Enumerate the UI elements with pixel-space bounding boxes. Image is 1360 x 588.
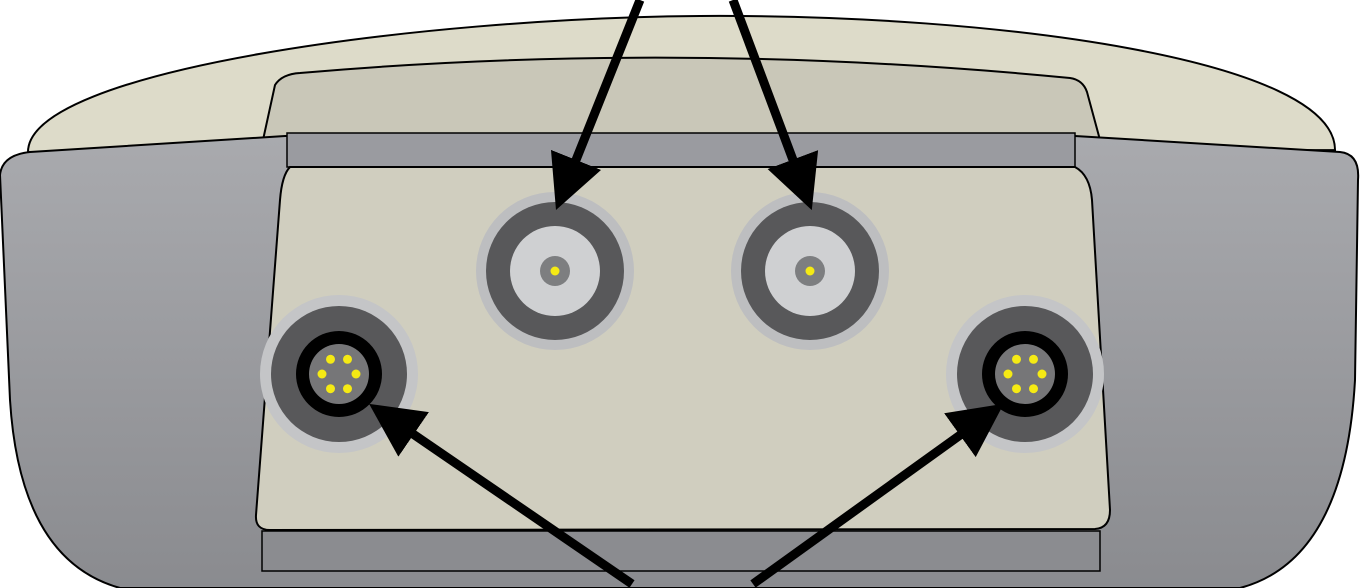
pin <box>343 384 352 394</box>
arrow-to-coaxial-left <box>550 0 645 211</box>
pin <box>1012 354 1021 364</box>
pin <box>326 384 335 394</box>
pin <box>1037 369 1047 379</box>
pin <box>343 354 352 364</box>
arrow-to-multipin-left <box>369 403 635 588</box>
multipin-connector-left <box>260 295 418 453</box>
housing-top-inner <box>261 56 1102 141</box>
pin <box>1003 369 1013 379</box>
arrow-to-multipin-right <box>750 403 1004 588</box>
pin <box>550 266 560 276</box>
bottom-bar <box>261 530 1101 572</box>
top-bar <box>286 132 1076 168</box>
pin <box>1029 354 1038 364</box>
pin <box>317 369 327 379</box>
pin <box>805 266 815 276</box>
pin <box>1012 384 1021 394</box>
pin <box>326 354 335 364</box>
coaxial-connector-left <box>476 192 634 350</box>
connector-panel <box>254 166 1112 532</box>
pin <box>1029 384 1038 394</box>
pin <box>351 369 361 379</box>
coaxial-connector-right <box>731 192 889 350</box>
arrow-to-coaxial-right <box>728 0 819 211</box>
